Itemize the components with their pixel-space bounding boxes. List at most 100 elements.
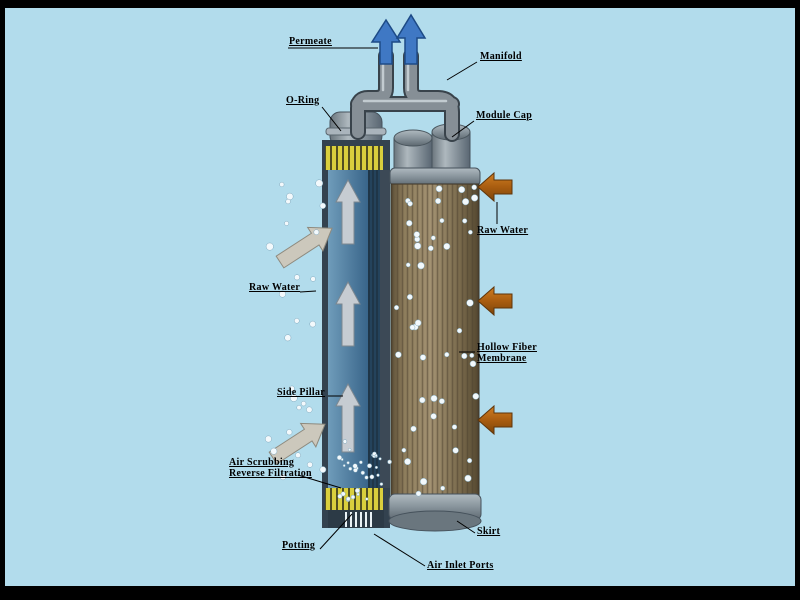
bubble: [294, 318, 300, 324]
bubble: [405, 262, 411, 268]
leader-skirt: [456, 520, 476, 534]
module-cap-shape: [389, 167, 481, 187]
label-raw-water-right: Raw Water: [477, 225, 529, 236]
skirt-bottom: [388, 510, 482, 532]
leader-o-ring: [321, 106, 342, 132]
bubble: [279, 181, 285, 188]
bubble: [378, 457, 382, 461]
bubble: [379, 482, 384, 486]
bubble: [419, 354, 427, 361]
label-skirt: Skirt: [477, 526, 501, 537]
bubble: [451, 424, 458, 430]
label-o-ring: O-Ring: [286, 95, 320, 106]
bubble: [419, 477, 428, 486]
bubble: [306, 406, 313, 413]
bubble: [279, 473, 287, 481]
bubble: [309, 320, 316, 328]
bubble: [406, 220, 413, 227]
bubble: [340, 491, 346, 497]
bubble: [435, 197, 442, 205]
bubble: [471, 184, 477, 191]
bubble: [315, 179, 324, 188]
bubble: [265, 242, 274, 251]
leader-module-cap: [451, 120, 475, 138]
label-air-inlet-ports: Air Inlet Ports: [427, 560, 494, 571]
bubble: [337, 493, 343, 499]
bubble: [270, 447, 278, 455]
fiber-module: [388, 123, 482, 532]
bubble: [458, 186, 466, 194]
bubbles-bottom: [336, 439, 392, 502]
potting-top-stripes: [325, 146, 383, 170]
bubble: [319, 466, 327, 473]
bubble: [342, 464, 346, 468]
bubble: [462, 198, 470, 206]
bubble: [469, 360, 477, 368]
bubble: [468, 229, 473, 235]
bubble: [407, 200, 413, 207]
bubble: [369, 474, 375, 480]
bubble: [414, 242, 422, 250]
up-arrow: [335, 280, 361, 347]
bubble: [364, 475, 369, 480]
bubble: [356, 492, 360, 496]
up-arrow: [335, 382, 361, 453]
bubble: [336, 455, 342, 461]
label-permeate: Permeate: [289, 36, 332, 47]
bubble: [360, 470, 365, 475]
label-module-cap: Module Cap: [476, 110, 533, 121]
bubble: [438, 398, 445, 405]
bubble: [472, 392, 480, 400]
bubble: [353, 467, 358, 473]
bubble: [288, 385, 295, 392]
bubble: [306, 461, 313, 468]
bubble: [452, 447, 459, 454]
side-pillar-shape: [380, 170, 390, 488]
bubble: [319, 202, 326, 209]
bubble: [404, 458, 412, 466]
bubble: [395, 351, 402, 358]
bubble: [440, 485, 446, 491]
raw-water-inlet-arrow: [275, 226, 333, 269]
bubble: [354, 488, 360, 494]
bubble: [409, 324, 416, 331]
bubble: [310, 276, 316, 282]
permeate-arrow: [370, 18, 402, 65]
bubble: [439, 218, 445, 224]
leader-manifold: [446, 61, 478, 81]
bubble: [374, 465, 378, 469]
bubble: [359, 460, 363, 465]
raw-water-arrow: [477, 171, 513, 203]
bubble: [367, 463, 372, 469]
bubble: [284, 220, 290, 226]
up-arrow: [335, 178, 361, 245]
bubble: [284, 334, 292, 342]
bubble: [469, 352, 475, 358]
label-side-pillar: Side Pillar: [277, 387, 326, 398]
bubble: [410, 425, 417, 432]
label-manifold: Manifold: [480, 51, 522, 62]
label-hollow-fiber-membrane: Hollow Fiber Membrane: [477, 342, 537, 364]
bubble: [462, 218, 468, 224]
bubble: [393, 305, 400, 311]
bubble: [374, 453, 378, 457]
bubble: [286, 192, 294, 201]
bubble: [296, 405, 302, 411]
bubble: [342, 439, 348, 444]
leader-air-inlet-ports: [373, 533, 426, 567]
bubble: [406, 294, 413, 300]
bubble: [295, 452, 301, 459]
bubble: [294, 274, 300, 281]
bubble: [414, 319, 422, 327]
cap-knob-left-top: [393, 129, 433, 147]
bubble: [466, 299, 474, 307]
bubble: [285, 198, 291, 205]
bubble: [456, 328, 463, 334]
bubble: [313, 229, 320, 236]
raw-water-arrows: [477, 171, 513, 436]
bubble: [348, 466, 353, 471]
bubble: [352, 463, 358, 469]
bubble: [350, 494, 356, 500]
